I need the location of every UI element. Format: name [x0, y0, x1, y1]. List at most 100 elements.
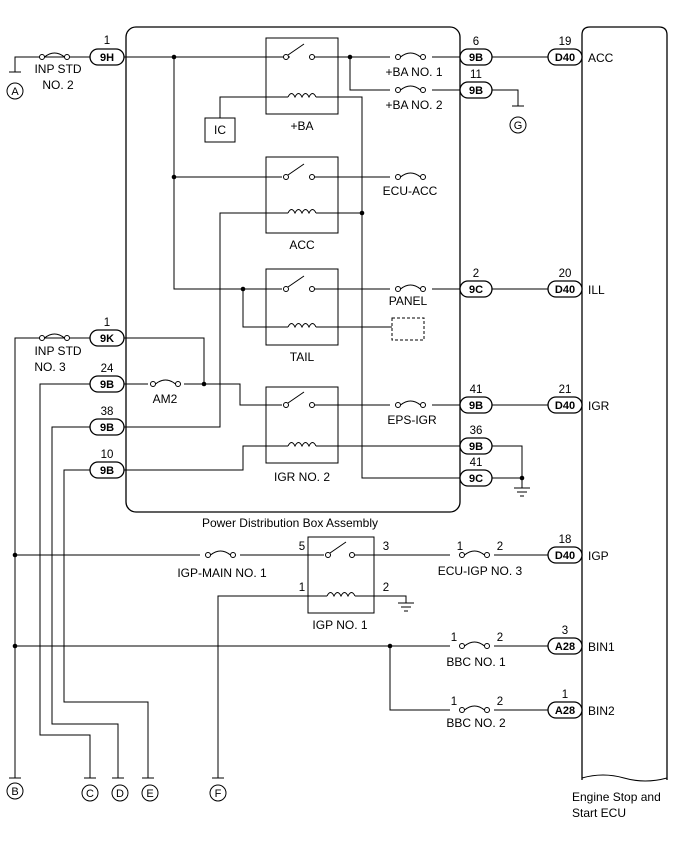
svg-text:F: F — [215, 788, 222, 800]
dashed-optional-box — [391, 317, 425, 341]
connector-a28-3: 3 A28 BIN1 — [547, 625, 615, 655]
svg-text:D40: D40 — [555, 284, 575, 296]
fuse-am2: AM2 — [150, 379, 181, 406]
svg-text:BBC NO. 2: BBC NO. 2 — [446, 716, 506, 730]
svg-text:INP STD: INP STD — [34, 62, 81, 76]
svg-text:E: E — [146, 788, 153, 800]
connector-9b-41: 41 9B — [459, 384, 493, 414]
pdb-label: Power Distribution Box Assembly — [202, 516, 378, 530]
ref-b: B — [6, 782, 24, 800]
fuse-inp-std-3: INP STD NO. 3 — [34, 333, 82, 374]
wires — [14, 56, 582, 778]
connector-d40-21: 21 D40 IGR — [547, 384, 610, 414]
ecu-break-line — [581, 774, 668, 782]
svg-text:1: 1 — [562, 689, 568, 701]
svg-text:IC: IC — [214, 123, 226, 137]
svg-text:21: 21 — [559, 384, 572, 396]
relay-ba: +BA — [265, 37, 339, 133]
connector-9b-10: 10 9B — [89, 449, 125, 479]
svg-text:9B: 9B — [100, 379, 114, 391]
ref-f: F — [209, 784, 227, 802]
svg-text:ECU-ACC: ECU-ACC — [383, 184, 438, 198]
fuse-eps-igr: EPS-IGR — [387, 400, 437, 427]
relay-ba-label: +BA — [290, 119, 313, 133]
svg-text:36: 36 — [470, 425, 483, 437]
connectors: 1 9H 1 9K 24 9B 38 9B 10 9B 6 9B — [89, 35, 615, 719]
svg-text:9K: 9K — [100, 333, 114, 345]
svg-text:D40: D40 — [555, 550, 575, 562]
ecu-label-2: Start ECU — [572, 806, 626, 820]
junction-dots — [12, 54, 525, 649]
connector-9b-38: 38 9B — [89, 406, 125, 436]
fuse-bbc-1: 1 2 BBC NO. 1 — [446, 632, 506, 669]
connector-d40-20: 20 D40 ILL — [547, 268, 605, 298]
svg-text:ILL: ILL — [588, 283, 605, 297]
ref-e: E — [141, 784, 159, 802]
fuse-ecu-igp-3: 1 2 ECU-IGP NO. 3 — [438, 541, 523, 578]
fuse-ecu-igp-3-pin1: 1 — [457, 541, 463, 553]
ecu-box — [581, 26, 668, 780]
svg-text:+BA NO. 1: +BA NO. 1 — [385, 65, 442, 79]
ref-c: C — [81, 784, 99, 802]
svg-text:BIN1: BIN1 — [588, 640, 615, 654]
relay-tail-label: TAIL — [290, 350, 315, 364]
fuse-bbc-2-pin1: 1 — [451, 696, 457, 708]
fuses: INP STD NO. 2 +BA NO. 1 +BA NO. 2 ECU-AC… — [34, 52, 523, 730]
svg-text:9B: 9B — [469, 400, 483, 412]
connector-9h: 1 9H — [89, 35, 125, 66]
svg-text:A28: A28 — [555, 641, 575, 653]
ic-component: IC — [204, 117, 236, 143]
svg-text:AM2: AM2 — [153, 392, 178, 406]
svg-text:G: G — [514, 120, 523, 132]
fuse-bbc-1-pin1: 1 — [451, 632, 457, 644]
svg-text:ECU-IGP NO. 3: ECU-IGP NO. 3 — [438, 564, 523, 578]
svg-text:20: 20 — [559, 268, 572, 280]
relay-igr2-label: IGR NO. 2 — [274, 470, 330, 484]
svg-text:PANEL: PANEL — [389, 294, 428, 308]
igp-pin-3: 3 — [383, 541, 389, 553]
relay-igp1: IGP NO. 1 5 3 1 2 — [299, 536, 389, 632]
fuse-ba1: +BA NO. 1 — [385, 52, 443, 79]
igp-pin-1: 1 — [299, 582, 305, 594]
relay-igr2: IGR NO. 2 — [265, 386, 339, 484]
svg-text:6: 6 — [473, 36, 479, 48]
svg-text:10: 10 — [101, 449, 114, 461]
svg-text:1: 1 — [104, 35, 110, 47]
fuse-ba2: +BA NO. 2 — [385, 85, 443, 112]
svg-text:D: D — [116, 788, 124, 800]
connector-9b-6: 6 9B — [459, 36, 493, 66]
svg-text:9C: 9C — [469, 284, 483, 296]
ref-g: G — [509, 116, 527, 134]
reference-markers: A G B C D E F — [6, 71, 527, 802]
svg-text:11: 11 — [470, 69, 482, 81]
svg-text:9B: 9B — [469, 85, 483, 97]
fuse-ecu-igp-3-pin2: 2 — [497, 541, 503, 553]
connector-d40-18: 18 D40 IGP — [547, 534, 609, 564]
ground-symbols — [398, 487, 530, 612]
fuse-ecu-acc: ECU-ACC — [383, 172, 438, 198]
svg-text:BIN2: BIN2 — [588, 704, 615, 718]
svg-text:D40: D40 — [555, 400, 575, 412]
ecu-label-1: Engine Stop and — [572, 790, 661, 804]
svg-text:9B: 9B — [469, 441, 483, 453]
connector-9b-24: 24 9B — [89, 363, 125, 393]
connector-9c-41: 41 9C — [459, 457, 493, 487]
connector-a28-1: 1 A28 BIN2 — [547, 689, 615, 719]
svg-text:41: 41 — [470, 384, 483, 396]
svg-text:+BA NO. 2: +BA NO. 2 — [385, 98, 442, 112]
svg-text:9C: 9C — [469, 473, 483, 485]
relay-acc-label: ACC — [289, 238, 315, 252]
relay-tail: TAIL — [265, 268, 339, 364]
ref-d: D — [111, 784, 129, 802]
fuse-bbc-2: 1 2 BBC NO. 2 — [446, 696, 506, 730]
svg-text:A28: A28 — [555, 705, 575, 717]
pdb-box — [125, 26, 461, 513]
svg-text:3: 3 — [562, 625, 568, 637]
svg-text:IGP-MAIN NO. 1: IGP-MAIN NO. 1 — [177, 566, 267, 580]
svg-text:18: 18 — [559, 534, 572, 546]
svg-text:2: 2 — [473, 268, 479, 280]
svg-text:1: 1 — [104, 317, 110, 329]
svg-text:41: 41 — [470, 457, 483, 469]
fuse-bbc-2-pin2: 2 — [497, 696, 503, 708]
